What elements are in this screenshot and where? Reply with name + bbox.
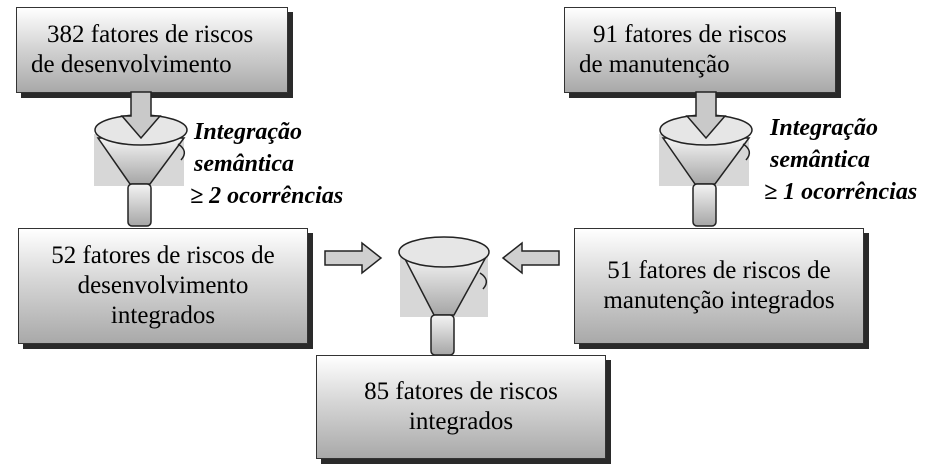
left-arrow-icon (501, 241, 560, 275)
dev-integrated-line-1: 52 fatores de riscos de (51, 242, 275, 269)
maint-integrated-line-2: manutenção integrados (603, 287, 835, 314)
left-label-line-1: Integração (194, 119, 302, 145)
dev-integrated-box: 52 fatores de riscos de desenvolvimento … (18, 228, 308, 344)
left-label-line-3: ≥ 2 ocorrências (190, 183, 344, 209)
maint-source-line-1: 91 fatores de riscos (593, 21, 787, 48)
right-funnel-icon (659, 91, 753, 227)
maint-integrated-box: 51 fatores de riscos de manutenção integ… (574, 228, 864, 344)
final-box: 85 fatores de riscos integrados (316, 355, 606, 459)
left-funnel-icon (94, 91, 188, 227)
right-label-line-2: semântica (770, 147, 870, 173)
right-label-line-3: ≥ 1 ocorrências (764, 179, 918, 205)
maint-source-box: 91 fatores de riscos de manutenção (564, 7, 836, 93)
right-label-line-1: Integração (770, 115, 878, 141)
dev-source-line-1: 382 fatores de riscos (47, 21, 254, 48)
final-line-1: 85 fatores de riscos (364, 378, 558, 405)
left-label-line-2: semântica (194, 151, 294, 177)
right-arrow-icon (324, 241, 383, 275)
dev-integrated-line-2: desenvolvimento (77, 272, 249, 299)
maint-source-line-2: de manutenção (579, 51, 730, 78)
left-integration-label: Integração semântica ≥ 2 ocorrências (190, 116, 343, 212)
center-funnel-icon (398, 236, 490, 356)
dev-source-box: 382 fatores de riscos de desenvolvimento (16, 7, 288, 93)
maint-integrated-line-1: 51 fatores de riscos de (607, 257, 831, 284)
dev-integrated-line-3: integrados (110, 302, 216, 329)
right-integration-label: Integração semântica ≥ 1 ocorrências (764, 112, 917, 208)
dev-source-line-2: de desenvolvimento (31, 51, 232, 78)
final-line-2: integrados (408, 408, 514, 435)
